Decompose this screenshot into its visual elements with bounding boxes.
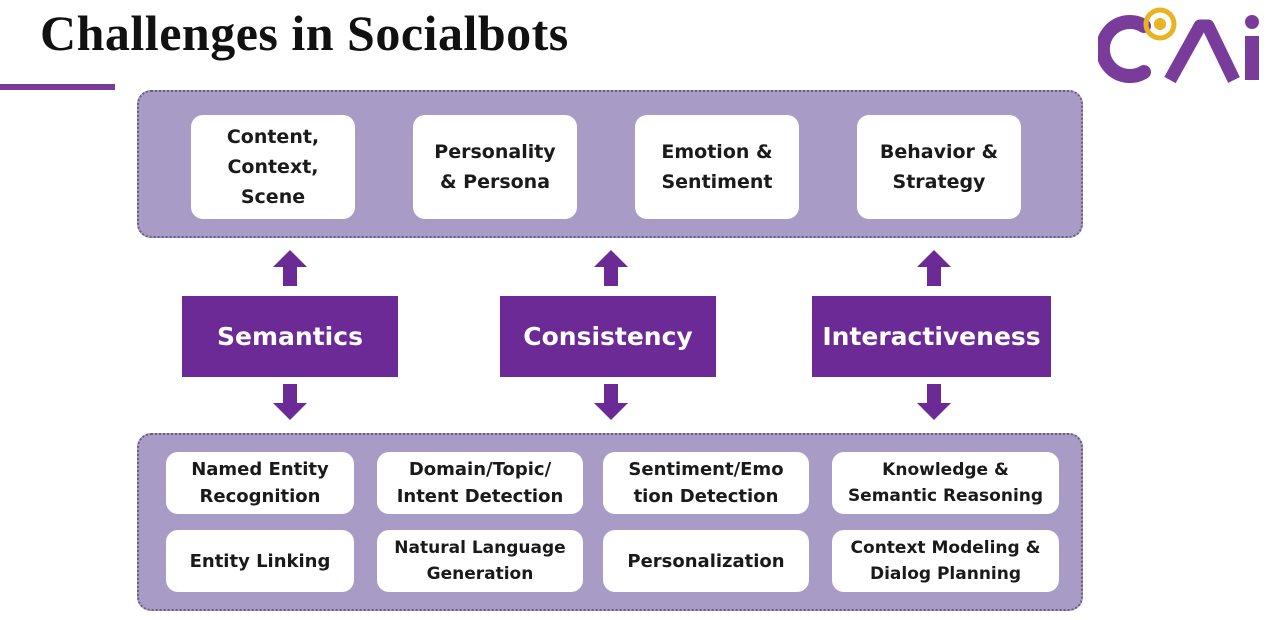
box-natural-language-generation: Natural Language Generation bbox=[377, 530, 583, 592]
cai-logo-icon bbox=[1098, 7, 1259, 84]
box-named-entity-recognition: Named Entity Recognition bbox=[166, 452, 354, 514]
box-behavior-strategy: Behavior & Strategy bbox=[857, 115, 1021, 219]
concept-interactiveness: Interactiveness bbox=[812, 296, 1051, 377]
concept-consistency: Consistency bbox=[500, 296, 716, 377]
box-context-modeling-dialog-planning: Context Modeling & Dialog Planning bbox=[832, 530, 1059, 592]
concept-semantics: Semantics bbox=[182, 296, 398, 377]
box-content-context-scene: Content, Context, Scene bbox=[191, 115, 355, 219]
box-knowledge-semantic-reasoning: Knowledge & Semantic Reasoning bbox=[832, 452, 1059, 514]
arrow-up-icon bbox=[594, 250, 628, 286]
box-entity-linking: Entity Linking bbox=[166, 530, 354, 592]
page-title: Challenges in Socialbots bbox=[40, 5, 569, 61]
title-accent-line bbox=[0, 84, 115, 90]
arrow-up-icon bbox=[917, 250, 951, 286]
box-personality-persona: Personality & Persona bbox=[413, 115, 577, 219]
box-sentiment-emotion-detection: Sentiment/Emo tion Detection bbox=[603, 452, 809, 514]
box-domain-topic-intent-detection: Domain/Topic/ Intent Detection bbox=[377, 452, 583, 514]
box-emotion-sentiment: Emotion & Sentiment bbox=[635, 115, 799, 219]
box-personalization: Personalization bbox=[603, 530, 809, 592]
arrow-down-icon bbox=[273, 384, 307, 420]
arrow-down-icon bbox=[917, 384, 951, 420]
arrow-down-icon bbox=[594, 384, 628, 420]
arrow-up-icon bbox=[273, 250, 307, 286]
